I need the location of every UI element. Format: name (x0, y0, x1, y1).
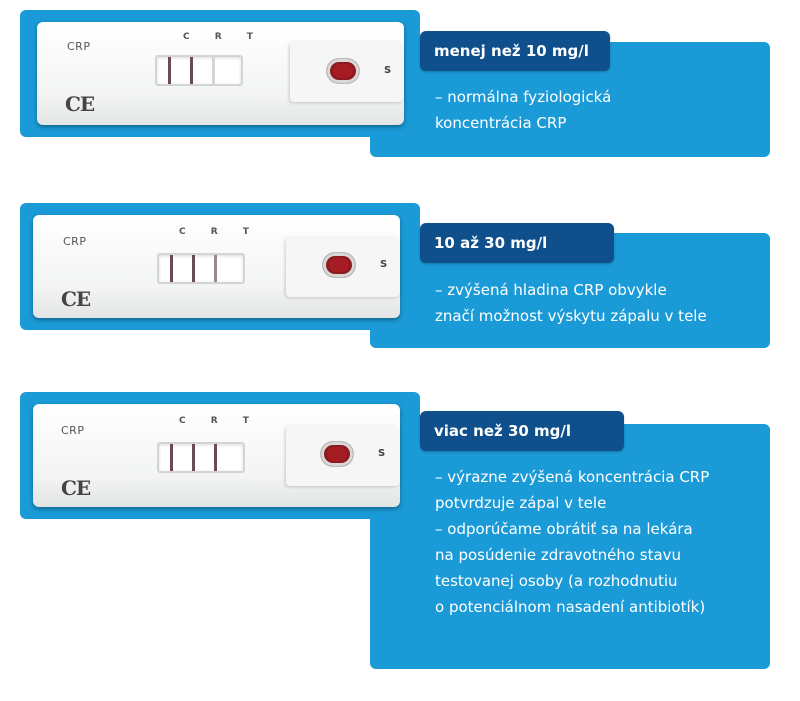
sample-well-icon (321, 442, 353, 466)
cassette-brand: CRP (67, 40, 91, 53)
range-description: – výrazne zvýšená koncentrácia CRP potvr… (435, 464, 709, 620)
description-line: o potenciálnom nasadení antibiotík) (435, 598, 706, 616)
result-window (157, 253, 245, 284)
sample-label: S (384, 65, 392, 76)
range-description: – zvýšená hladina CRP obvykle značí možn… (435, 277, 707, 329)
test-cassette: CRP C R T S CE (37, 22, 404, 125)
range-label: 10 až 30 mg/l (420, 223, 614, 263)
description-line: potvrdzuje zápal v tele (435, 494, 607, 512)
control-line (170, 444, 173, 471)
test-cassette: CRP C R T S CE (33, 215, 400, 318)
reference-line (192, 255, 195, 282)
cassette-brand: CRP (63, 235, 87, 248)
sample-label: S (380, 259, 388, 270)
reference-line (190, 57, 193, 84)
reference-line (192, 444, 195, 471)
description-line: značí možnost výskytu zápalu v tele (435, 307, 707, 325)
sample-well-icon (323, 253, 355, 277)
sample-well-icon (327, 59, 359, 83)
description-line: – odporúčame obrátiť sa na lekára (435, 520, 693, 538)
ce-mark-icon: CE (61, 287, 91, 311)
test-line (214, 255, 217, 282)
range-label: viac než 30 mg/l (420, 411, 624, 451)
test-line (212, 57, 215, 84)
description-line: – normálna fyziologická (435, 88, 612, 106)
range-label: menej než 10 mg/l (420, 31, 610, 71)
ce-mark-icon: CE (65, 92, 95, 116)
test-line (214, 444, 217, 471)
sample-label: S (378, 448, 386, 459)
description-line: – zvýšená hladina CRP obvykle (435, 281, 667, 299)
test-cassette: CRP C R T S CE (33, 404, 400, 507)
cassette-brand: CRP (61, 424, 85, 437)
description-line: – výrazne zvýšená koncentrácia CRP (435, 468, 710, 486)
control-line (168, 57, 171, 84)
range-description: – normálna fyziologická koncentrácia CRP (435, 84, 611, 136)
cassette-markers: C R T (179, 416, 260, 426)
cassette-markers: C R T (179, 227, 260, 237)
description-line: na posúdenie zdravotného stavu (435, 546, 682, 564)
control-line (170, 255, 173, 282)
cassette-markers: C R T (183, 32, 264, 42)
result-window (155, 55, 243, 86)
result-window (157, 442, 245, 473)
ce-mark-icon: CE (61, 476, 91, 500)
info-panel (370, 424, 770, 669)
description-line: koncentrácia CRP (435, 114, 567, 132)
description-line: testovanej osoby (a rozhodnutiu (435, 572, 678, 590)
